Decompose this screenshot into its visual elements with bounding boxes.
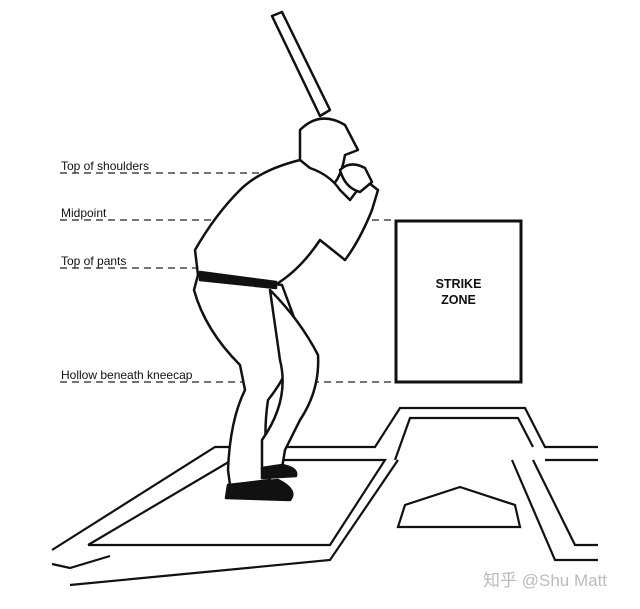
label-top-of-pants: Top of pants xyxy=(61,254,127,268)
belt xyxy=(198,270,278,290)
strike-zone-line1: STRIKE xyxy=(435,277,482,291)
batter-figure xyxy=(192,10,380,502)
label-hollow-beneath-kneecap: Hollow beneath kneecap xyxy=(61,368,193,382)
strike-zone-label: STRIKE ZONE xyxy=(396,276,521,308)
back-shoe xyxy=(260,463,298,480)
watermark: 知乎 @Shu Matt xyxy=(483,571,608,590)
strike-zone-box xyxy=(394,219,523,384)
strike-zone-line2: ZONE xyxy=(441,293,476,307)
hands xyxy=(338,163,374,194)
front-shoe xyxy=(224,478,294,502)
label-midpoint: Midpoint xyxy=(61,206,107,220)
back-leg xyxy=(260,288,320,472)
torso xyxy=(193,158,380,287)
bat xyxy=(270,10,332,118)
home-plate xyxy=(396,485,522,529)
batters-box-lines xyxy=(51,406,598,587)
label-top-of-shoulders: Top of shoulders xyxy=(61,159,150,173)
